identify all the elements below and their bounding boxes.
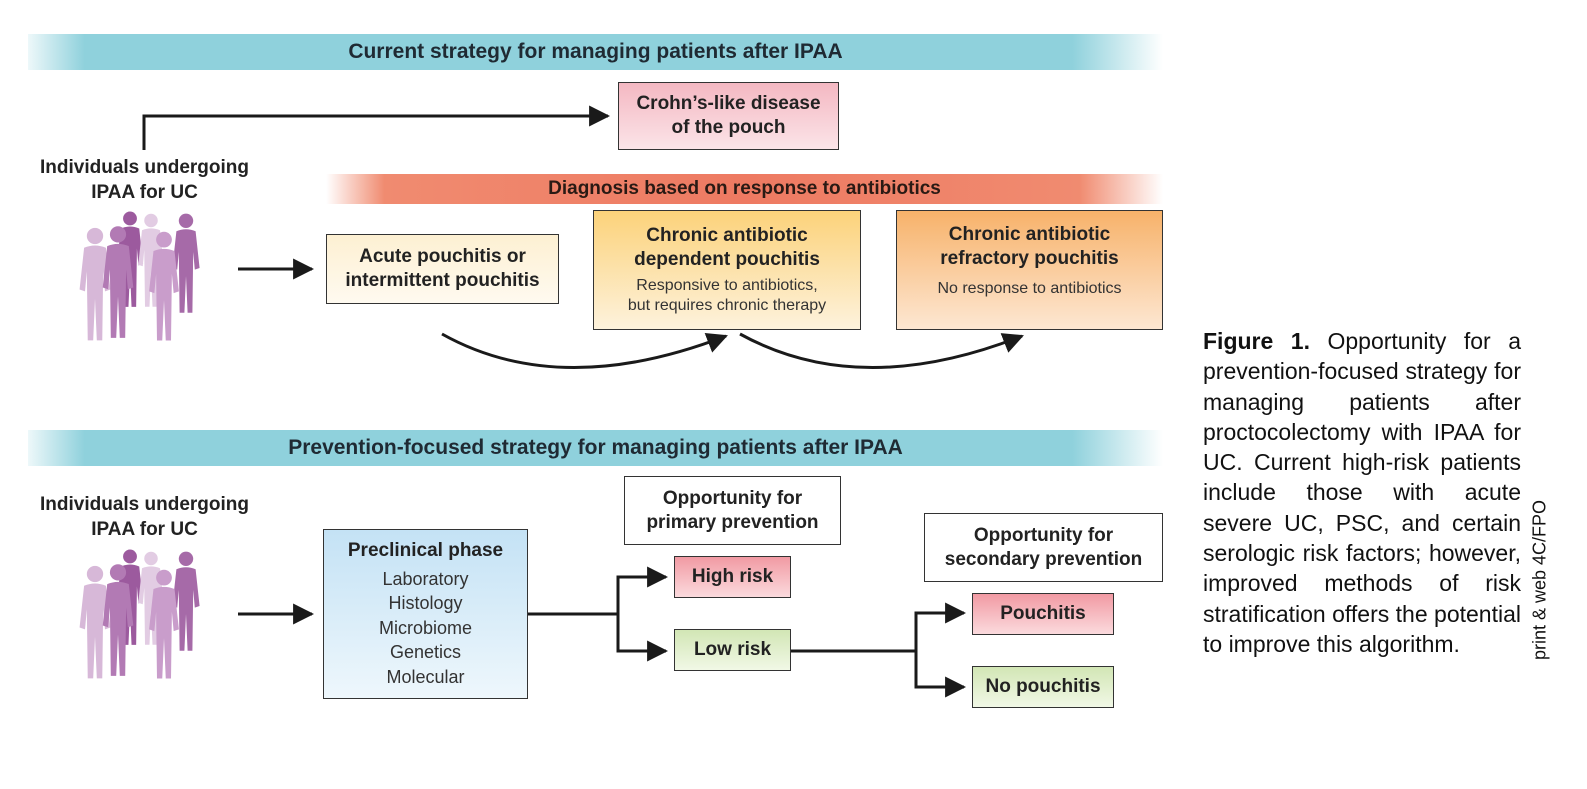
preclinical-item: Histology: [388, 593, 463, 614]
print-note-text: print & web 4C/FPO: [1529, 499, 1550, 661]
preclinical-item: Microbiome: [378, 617, 473, 638]
current-strategy-band: Current strategy for managing patients a…: [28, 34, 1163, 70]
curve-acute-to-dependent: [441, 332, 728, 369]
figure-caption: Figure 1. Opportunity for a prevention-f…: [1203, 326, 1521, 659]
curve-dependent-to-refractory: [739, 332, 1024, 369]
individuals-label-top: Individuals undergoing IPAA for UC: [40, 157, 249, 203]
arrow-to-no-pouchitis: [914, 651, 967, 698]
arrow-to-low-risk: [616, 614, 669, 662]
figure-caption-label: Figure 1.: [1203, 328, 1310, 354]
arrow-to-high-risk: [616, 566, 669, 614]
no-pouchitis-box: No pouchitis: [972, 666, 1114, 708]
low-risk-box: Low risk: [674, 629, 791, 671]
arrow-to-pouchitis: [914, 602, 967, 651]
preclinical-item: Genetics: [389, 642, 462, 663]
arrow-to-crohns: [142, 105, 611, 150]
acute-pouchitis-box: Acute pouchitis or intermittent pouchiti…: [326, 234, 559, 304]
diagnosis-band-title: Diagnosis based on response to antibioti…: [548, 178, 941, 199]
preclinical-item: Laboratory: [382, 568, 469, 589]
diagnosis-band: Diagnosis based on response to antibioti…: [326, 174, 1163, 204]
pouchitis-box: Pouchitis: [972, 593, 1114, 635]
figure-caption-text: Opportunity for a prevention-focused str…: [1203, 328, 1521, 657]
crohns-like-disease-box: Crohn’s-like disease of the pouch: [618, 82, 839, 150]
high-risk-box: High risk: [674, 556, 791, 598]
secondary-prevention-box: Opportunity for secondary prevention: [924, 513, 1163, 582]
primary-prevention-box: Opportunity for primary prevention: [624, 476, 841, 545]
preclinical-phase-box: Preclinical phase Laboratory Histology M…: [323, 529, 528, 699]
chronic-dependent-pouchitis-box: Chronic antibiotic dependent pouchitis R…: [593, 210, 861, 330]
preclinical-item: Molecular: [386, 666, 465, 687]
current-strategy-title: Current strategy for managing patients a…: [348, 40, 843, 63]
chronic-refractory-pouchitis-box: Chronic antibiotic refractory pouchitis …: [896, 210, 1163, 330]
individuals-label-bottom: Individuals undergoing IPAA for UC: [40, 494, 249, 540]
prevention-strategy-band: Prevention-focused strategy for managing…: [28, 430, 1163, 466]
print-note: print & web 4C/FPO: [1525, 480, 1555, 680]
prevention-strategy-title: Prevention-focused strategy for managing…: [288, 436, 903, 459]
